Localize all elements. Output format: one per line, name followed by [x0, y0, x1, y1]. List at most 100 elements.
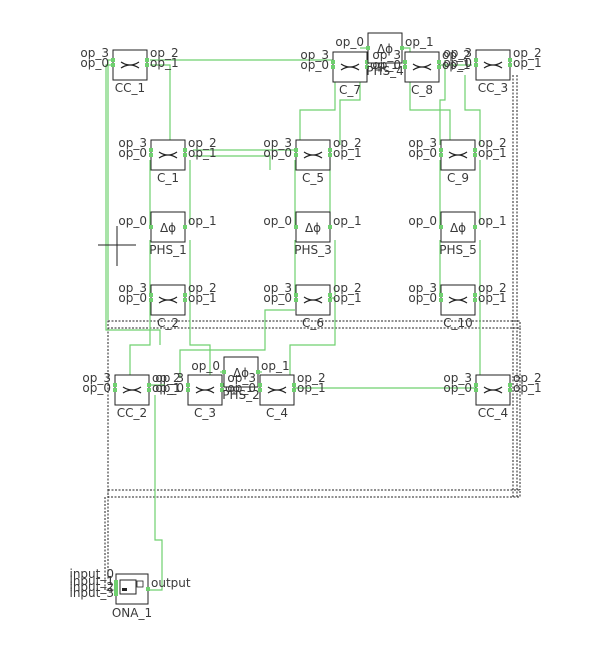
port[interactable] — [473, 225, 477, 229]
port[interactable] — [111, 63, 115, 67]
component-c-6[interactable]: op_3op_0op_2op_1C_6 — [263, 281, 361, 330]
port[interactable] — [437, 60, 441, 64]
component-cc-2[interactable]: op_3op_0op_2op_1CC_2 — [82, 371, 180, 420]
port-label: op_3 — [82, 371, 111, 385]
port[interactable] — [400, 46, 404, 50]
port[interactable] — [147, 388, 151, 392]
port[interactable] — [403, 60, 407, 64]
port[interactable] — [183, 153, 187, 157]
port[interactable] — [365, 65, 369, 69]
port[interactable] — [149, 225, 153, 229]
port[interactable] — [146, 587, 150, 591]
port[interactable] — [439, 293, 443, 297]
port[interactable] — [508, 58, 512, 62]
port[interactable] — [111, 58, 115, 62]
port[interactable] — [439, 153, 443, 157]
port[interactable] — [328, 153, 332, 157]
component-c-1[interactable]: op_3op_0op_2op_1C_1 — [118, 136, 216, 185]
port[interactable] — [149, 153, 153, 157]
port[interactable] — [508, 383, 512, 387]
port-label: op_0 — [118, 291, 147, 305]
port[interactable] — [220, 383, 224, 387]
port[interactable] — [294, 148, 298, 152]
port[interactable] — [365, 60, 369, 64]
port[interactable] — [149, 148, 153, 152]
port[interactable] — [474, 383, 478, 387]
port[interactable] — [328, 298, 332, 302]
port[interactable] — [508, 63, 512, 67]
port[interactable] — [294, 225, 298, 229]
port[interactable] — [183, 148, 187, 152]
port[interactable] — [508, 388, 512, 392]
port[interactable] — [439, 148, 443, 152]
component-c-3[interactable]: op_3op_0op_2op_1C_3 — [155, 371, 253, 420]
port[interactable] — [473, 293, 477, 297]
port[interactable] — [474, 58, 478, 62]
port[interactable] — [183, 293, 187, 297]
port-label: op_1 — [513, 381, 542, 395]
port[interactable] — [473, 153, 477, 157]
port[interactable] — [114, 580, 118, 584]
component-c-9[interactable]: op_3op_0op_2op_1C_9 — [408, 136, 506, 185]
phase-shifter-icon: Δϕ — [233, 366, 249, 380]
port[interactable] — [331, 60, 335, 64]
port[interactable] — [222, 370, 226, 374]
port[interactable] — [145, 58, 149, 62]
port[interactable] — [186, 388, 190, 392]
component-label: CC_3 — [478, 81, 508, 95]
port[interactable] — [474, 388, 478, 392]
port[interactable] — [114, 584, 118, 588]
component-cc-3[interactable]: op_3op_0op_2op_1CC_3 — [443, 46, 541, 95]
port[interactable] — [258, 383, 262, 387]
component-cc-1[interactable]: op_3op_0op_2op_1CC_1 — [80, 46, 178, 95]
port[interactable] — [114, 588, 118, 592]
port[interactable] — [147, 383, 151, 387]
component-cc-4[interactable]: op_3op_0op_2op_1CC_4 — [443, 371, 541, 420]
port[interactable] — [258, 388, 262, 392]
port[interactable] — [294, 293, 298, 297]
port[interactable] — [294, 298, 298, 302]
port[interactable] — [114, 592, 118, 596]
port[interactable] — [183, 225, 187, 229]
port[interactable] — [186, 383, 190, 387]
port[interactable] — [328, 225, 332, 229]
port[interactable] — [331, 65, 335, 69]
port[interactable] — [473, 148, 477, 152]
components: op_3op_0op_2op_1CC_1op_3op_0op_2op_1C_7Δ… — [69, 32, 542, 620]
port[interactable] — [149, 298, 153, 302]
port[interactable] — [149, 293, 153, 297]
port[interactable] — [183, 298, 187, 302]
phase-shifter-icon: Δϕ — [305, 221, 321, 235]
port[interactable] — [113, 388, 117, 392]
port[interactable] — [437, 65, 441, 69]
port-label: op_0 — [191, 359, 220, 373]
port[interactable] — [145, 63, 149, 67]
port[interactable] — [328, 148, 332, 152]
port[interactable] — [220, 388, 224, 392]
component-c-10[interactable]: op_3op_0op_2op_1C_10 — [408, 281, 506, 330]
port[interactable] — [294, 153, 298, 157]
port[interactable] — [256, 370, 260, 374]
port[interactable] — [403, 65, 407, 69]
port[interactable] — [439, 225, 443, 229]
port[interactable] — [328, 293, 332, 297]
port[interactable] — [292, 383, 296, 387]
port[interactable] — [292, 388, 296, 392]
component-c-4[interactable]: op_3op_0op_2op_1C_4 — [227, 371, 325, 420]
component-c-5[interactable]: op_3op_0op_2op_1C_5 — [263, 136, 361, 185]
port-label: op_0 — [118, 146, 147, 160]
port[interactable] — [473, 298, 477, 302]
port[interactable] — [366, 46, 370, 50]
port[interactable] — [474, 63, 478, 67]
component-label: PHS_1 — [149, 243, 187, 257]
component-c-2[interactable]: op_3op_0op_2op_1C_2 — [118, 281, 216, 330]
port[interactable] — [113, 383, 117, 387]
port[interactable] — [439, 298, 443, 302]
component-c-8[interactable]: op_3op_0op_2op_1C_8 — [372, 48, 470, 97]
